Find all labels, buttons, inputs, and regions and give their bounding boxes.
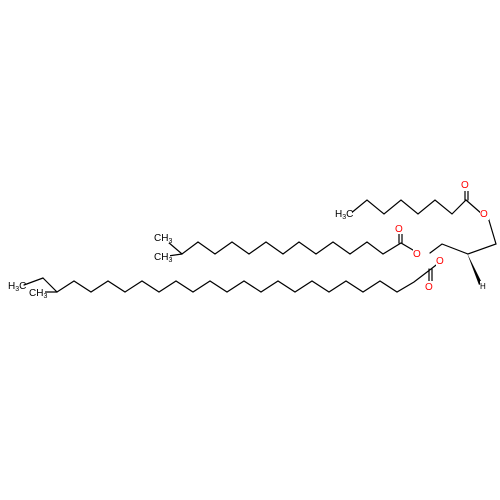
isohexadecanoyl-carbonyl-double-bond [398, 232, 403, 244]
atom-ch3-isobranch-lower: CH3 [154, 252, 172, 264]
atom-ch3-octanoyl-end: H3C [335, 209, 353, 221]
atom-labels: O O O O O O H H3C CH3 CH3 H3C [7, 180, 489, 300]
atom-h-stereocenter: H [480, 282, 486, 291]
atom-o-octanoyl-carbonyl: O [461, 180, 469, 191]
stereo-wedge-bond [467, 253, 482, 285]
atom-ch3-anteiso-branch: CH3 [29, 288, 47, 300]
isohexadecanoyl-chain [167, 241, 419, 255]
atom-ch3-isobranch-upper: CH3 [154, 233, 172, 245]
glycerol-backbone [429, 216, 497, 255]
atom-o-isohexadecanoyl-carbonyl: O [395, 224, 403, 235]
isohexadecanoyl-branch [167, 253, 183, 257]
ethyl-bond [23, 277, 44, 286]
tetracosanoyl-carbonyl-double-bond [428, 268, 433, 283]
atom-o-isohexadecanoyl-ester: O [413, 249, 421, 260]
atom-ch3-ethyl-end: H3C [8, 281, 26, 293]
atom-o-tetracosanoyl-carbonyl: O [425, 282, 433, 293]
atom-o-octanoyl-ester: O [480, 209, 488, 220]
atom-o-tetracosanoyl-ester: O [436, 256, 444, 267]
octanoyl-chain [349, 199, 483, 215]
bond-skeleton [42, 188, 497, 293]
tetracosanoyl-chain [42, 261, 441, 293]
